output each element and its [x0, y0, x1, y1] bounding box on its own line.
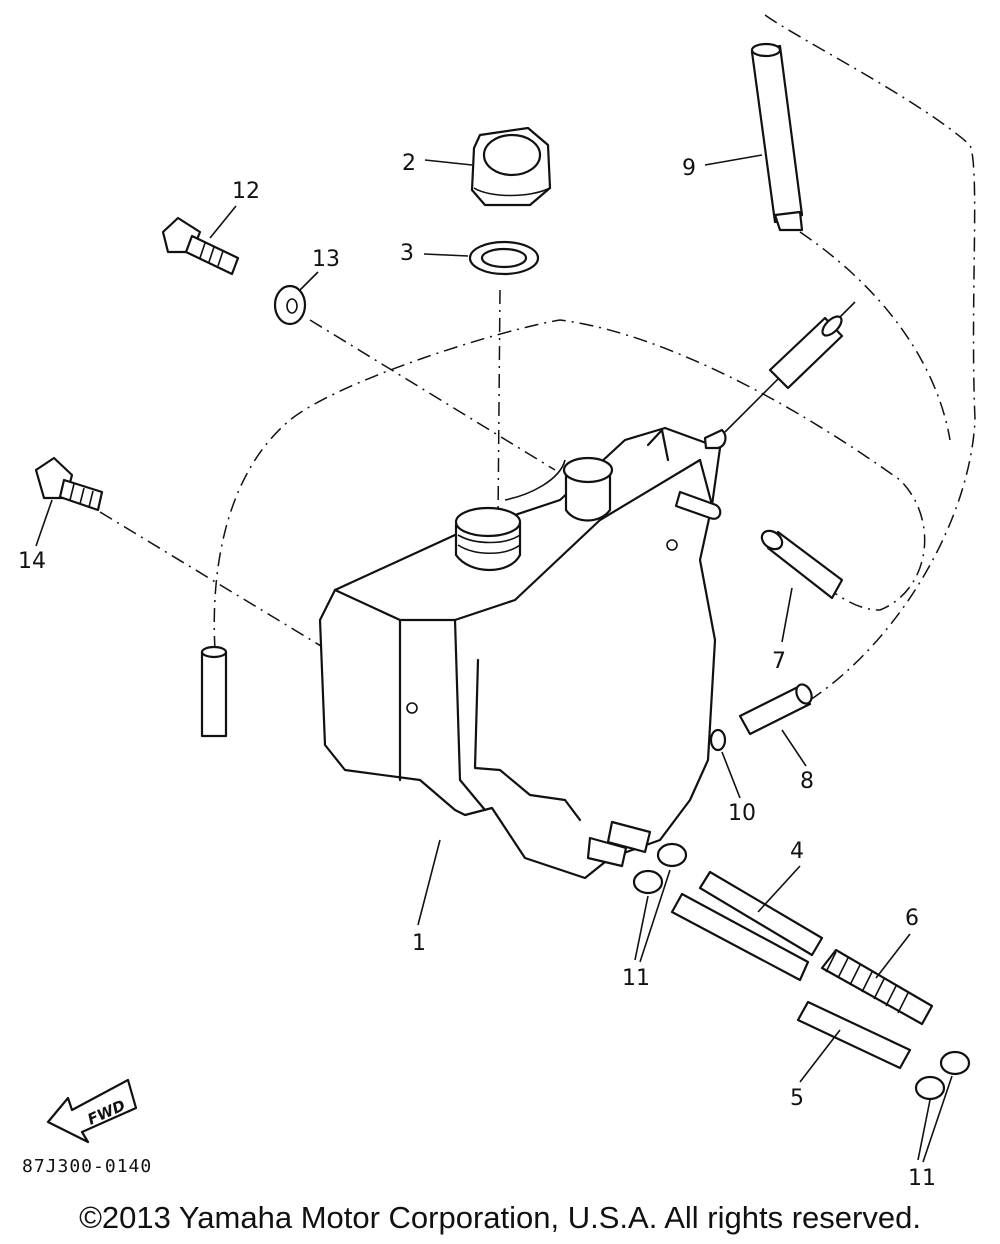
callout-3: 3: [400, 241, 414, 266]
callout-12: 12: [232, 179, 260, 204]
callout-13: 13: [312, 247, 340, 272]
short-hose-upper-part: [768, 315, 844, 390]
callout-9: 9: [682, 156, 696, 181]
washer-13-part: [273, 284, 307, 326]
callout-6: 6: [905, 906, 919, 931]
callout-5: 5: [790, 1086, 804, 1111]
callout-14: 14: [18, 549, 46, 574]
callout-7: 7: [772, 649, 786, 674]
callout-1: 1: [412, 931, 426, 956]
forward-arrow-icon: FWD: [46, 1078, 138, 1144]
callout-10: 10: [728, 801, 756, 826]
hose-7-part: [760, 529, 844, 600]
oil-tank-part: [318, 426, 727, 880]
short-hose-left-part: [200, 645, 228, 738]
bolt-12-part: [161, 216, 240, 276]
callout-2: 2: [402, 151, 416, 176]
hose-8-part: [738, 683, 813, 736]
callout-11a: 11: [622, 966, 650, 991]
cap-gasket-part: [468, 240, 540, 276]
bolt-14-part: [34, 456, 104, 512]
spring-6-part: [820, 948, 934, 1026]
hose-4-part: [670, 870, 824, 982]
long-hose-part: [750, 42, 804, 232]
clamp-11a-part: [632, 842, 688, 895]
clamp-11b-part: [914, 1050, 971, 1101]
hose-5-part: [796, 1000, 912, 1070]
catalog-code: 87J300-0140: [22, 1156, 153, 1177]
tank-cap-part: [470, 126, 552, 207]
callout-11b: 11: [908, 1166, 936, 1191]
callout-4: 4: [790, 839, 804, 864]
copyright-notice: ©2013 Yamaha Motor Corporation, U.S.A. A…: [79, 1200, 921, 1235]
callout-8: 8: [800, 769, 814, 794]
clip-10-part: [709, 728, 727, 752]
